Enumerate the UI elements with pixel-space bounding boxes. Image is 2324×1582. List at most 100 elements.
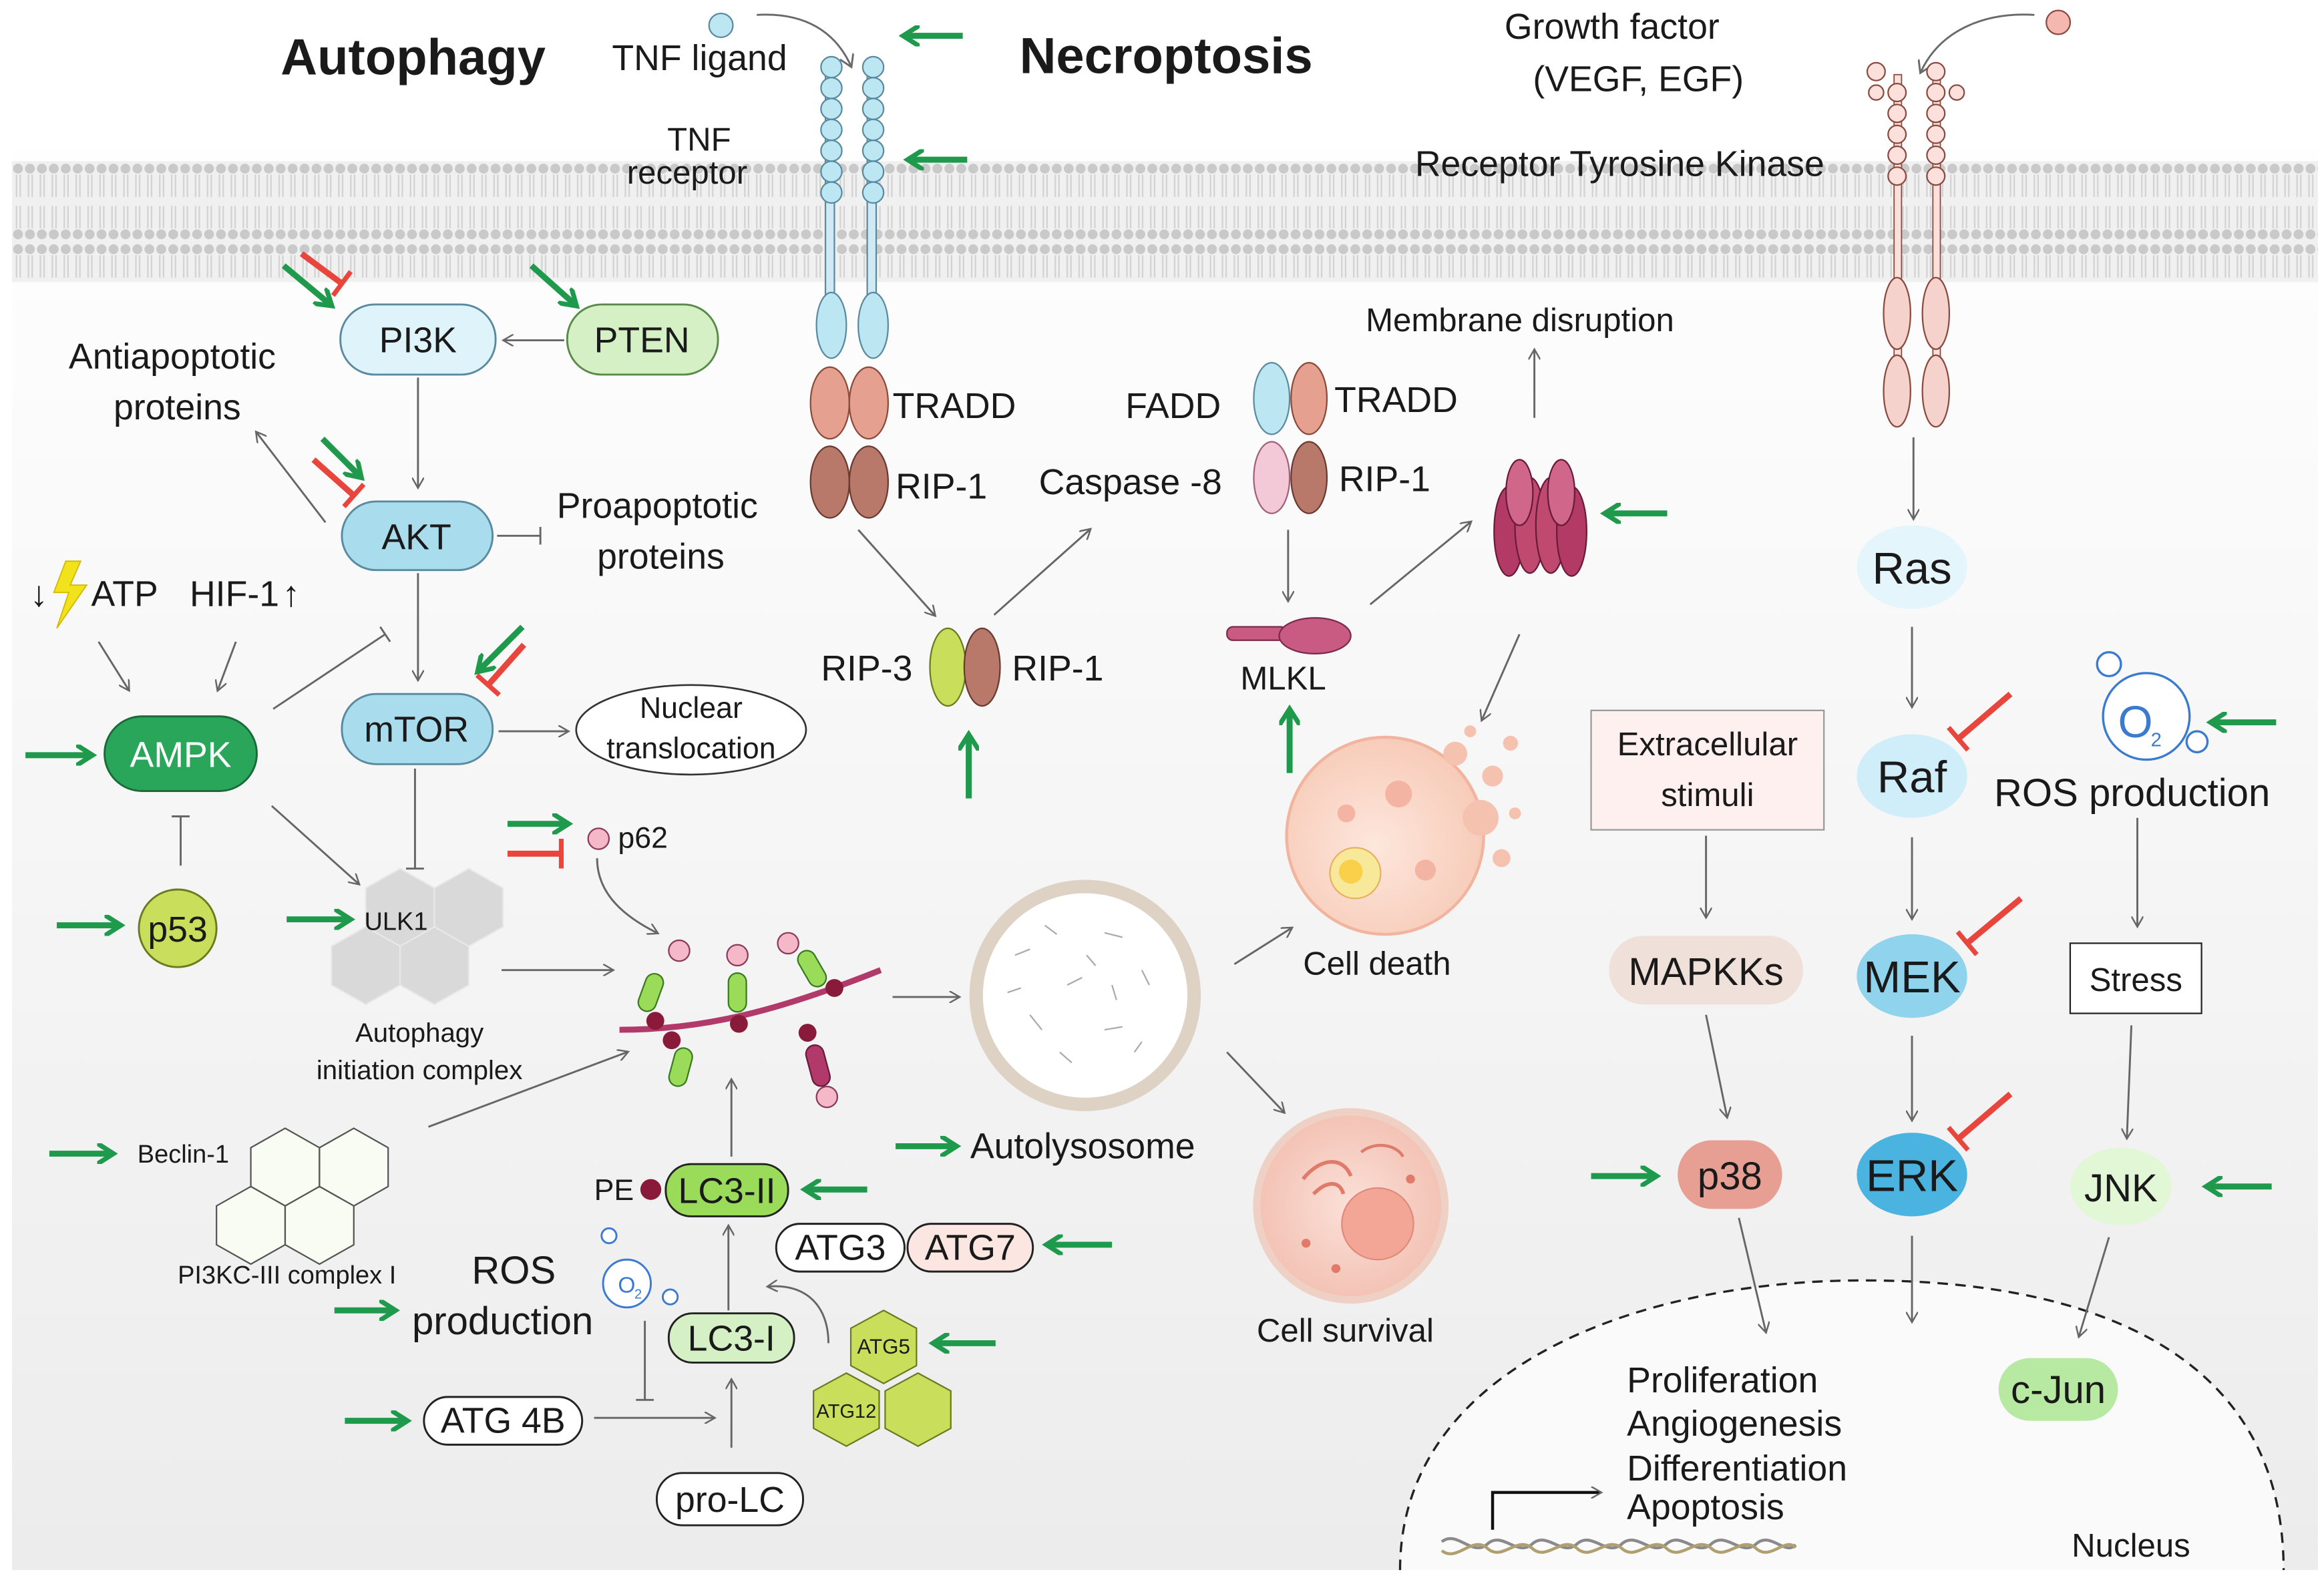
pe-icon <box>640 1179 662 1200</box>
rip1-protein-icon <box>963 627 1001 707</box>
rip1-label: RIP-1 <box>896 466 987 506</box>
inhibition-arrow <box>1947 691 2013 752</box>
mapkks-node <box>1609 936 1803 1005</box>
nucleus-label: Nucleus <box>2072 1527 2190 1564</box>
ampk-label: AMPK <box>130 735 232 775</box>
o2-right-subscript: 2 <box>2151 729 2162 751</box>
ros-label-1: ROS <box>471 1249 556 1292</box>
hif1-label: HIF-1 <box>190 574 279 614</box>
heading-necroptosis: Necroptosis <box>1020 28 1313 85</box>
arrow-rip3-fadd <box>993 530 1090 616</box>
extracellular-label-2: stimuli <box>1661 777 1754 813</box>
inhibition-arrow <box>299 251 353 297</box>
ligand-binding-arrow <box>757 13 851 65</box>
arrow-p62 <box>596 858 656 933</box>
tradd2-label: TRADD <box>1334 380 1458 420</box>
activation-arrow <box>481 624 525 669</box>
aic-label-2: initiation complex <box>317 1055 523 1085</box>
cell-survival-icon <box>1253 1108 1449 1304</box>
mtor-label: mTOR <box>364 710 469 750</box>
inhibit-ampk-mtor <box>272 626 391 710</box>
mtor-node <box>341 693 494 765</box>
ampk-node <box>104 715 258 792</box>
activation-arrow <box>320 436 359 475</box>
nucleus-envelope <box>1398 1279 2285 1571</box>
akt-node <box>341 500 494 572</box>
pten-node <box>566 303 719 376</box>
fadd-caspase-complex <box>1253 361 1328 514</box>
aic-label-1: Autophagy <box>355 1018 484 1048</box>
arrow-mapkks-p38 <box>1705 1014 1727 1117</box>
stress-label: Stress <box>2090 962 2182 998</box>
atg5-label: ATG5 <box>857 1335 910 1358</box>
inhibition-arrow <box>1947 1091 2013 1152</box>
dna-strand <box>1440 1537 1797 1555</box>
mlkl-icon <box>1226 617 1352 655</box>
tnf-ligand-label: TNF ligand <box>612 38 787 78</box>
energy-bolt-icon <box>53 560 88 629</box>
proapoptotic-label-2: proteins <box>597 536 725 576</box>
extracellular-label-1: Extracellular <box>1617 726 1798 763</box>
mlkl-pore-icon <box>1493 459 1587 577</box>
small-bubble-icon-right <box>2185 730 2209 754</box>
outcome-proliferation: Proliferation <box>1627 1360 1818 1400</box>
arrow-akt-antiapoptotic <box>257 433 327 524</box>
growth-factor-label-1: Growth factor <box>1505 7 1720 47</box>
ras-node <box>1857 525 1967 609</box>
activation-arrow <box>281 263 329 303</box>
cell-death-icon <box>1285 725 1521 936</box>
outcome-angiogenesis: Angiogenesis <box>1627 1404 1842 1444</box>
erk-node <box>1857 1133 1967 1217</box>
lc3i-node <box>667 1312 795 1364</box>
pten-label: PTEN <box>594 320 690 360</box>
beclin1-complex-icon <box>216 1127 389 1265</box>
ras-label: Ras <box>1872 544 1951 594</box>
heading-autophagy: Autophagy <box>280 29 546 86</box>
growth-factor-binding-arrow <box>1921 13 2035 71</box>
lc3i-label: LC3-I <box>688 1319 775 1359</box>
atg7-label: ATG7 <box>925 1227 1016 1267</box>
p38-label: p38 <box>1698 1155 1762 1198</box>
arrow-beclin-phagophore <box>428 1052 627 1128</box>
nuclear-label-1: Nuclear <box>640 692 743 725</box>
prolc-node <box>656 1472 804 1527</box>
arrow-stress-jnk <box>2127 1025 2132 1137</box>
autolysosome-icon <box>969 879 1201 1111</box>
autolysosome-label: Autolysosome <box>970 1126 1195 1166</box>
rtk-receptor-icon <box>1866 61 1965 428</box>
growth-factor-label-2: (VEGF, EGF) <box>1533 59 1744 99</box>
atg12-label: ATG12 <box>816 1401 876 1422</box>
arrow-p38-nucleus <box>1738 1217 1766 1332</box>
growth-factor-icon <box>2046 9 2072 35</box>
p38-node <box>1678 1140 1782 1209</box>
ulk1-label: ULK1 <box>364 908 427 936</box>
antiapoptotic-label-1: Antiapoptotic <box>69 337 276 377</box>
outcome-apoptosis: Apoptosis <box>1627 1487 1784 1527</box>
arrow-to-cell-survival <box>1226 1051 1284 1112</box>
arrow-jnk-cjun <box>2079 1237 2110 1336</box>
pi3k-node <box>339 303 497 376</box>
inhibition-arrow <box>311 457 366 509</box>
pi3k-label: PI3K <box>379 320 457 360</box>
cell-survival-label: Cell survival <box>1257 1312 1434 1349</box>
transcription-arrow <box>1491 1493 1600 1530</box>
atg5-atg12-complex-icon <box>813 1309 952 1447</box>
raf-label: Raf <box>1877 753 1947 803</box>
tradd-label: TRADD <box>893 386 1016 426</box>
nuclear-label-2: translocation <box>606 732 775 765</box>
atg3-node <box>775 1223 906 1273</box>
rip3-label: RIP-3 <box>821 648 912 688</box>
outcome-differentiation: Differentiation <box>1627 1448 1847 1489</box>
atp-label: ATP <box>91 574 158 614</box>
small-bubble-icon-right <box>2096 650 2122 678</box>
mapkks-label: MAPKKs <box>1628 950 1783 994</box>
o2-bubble-icon-right <box>2102 672 2191 761</box>
lc3ii-node <box>664 1163 789 1217</box>
proapoptotic-label-1: Proapoptotic <box>557 486 758 526</box>
beclin1-label: Beclin-1 <box>138 1141 229 1169</box>
mek-node <box>1857 934 1967 1018</box>
pe-label: PE <box>594 1174 634 1207</box>
atg4b-node <box>423 1396 584 1446</box>
jnk-label: JNK <box>2084 1167 2158 1210</box>
